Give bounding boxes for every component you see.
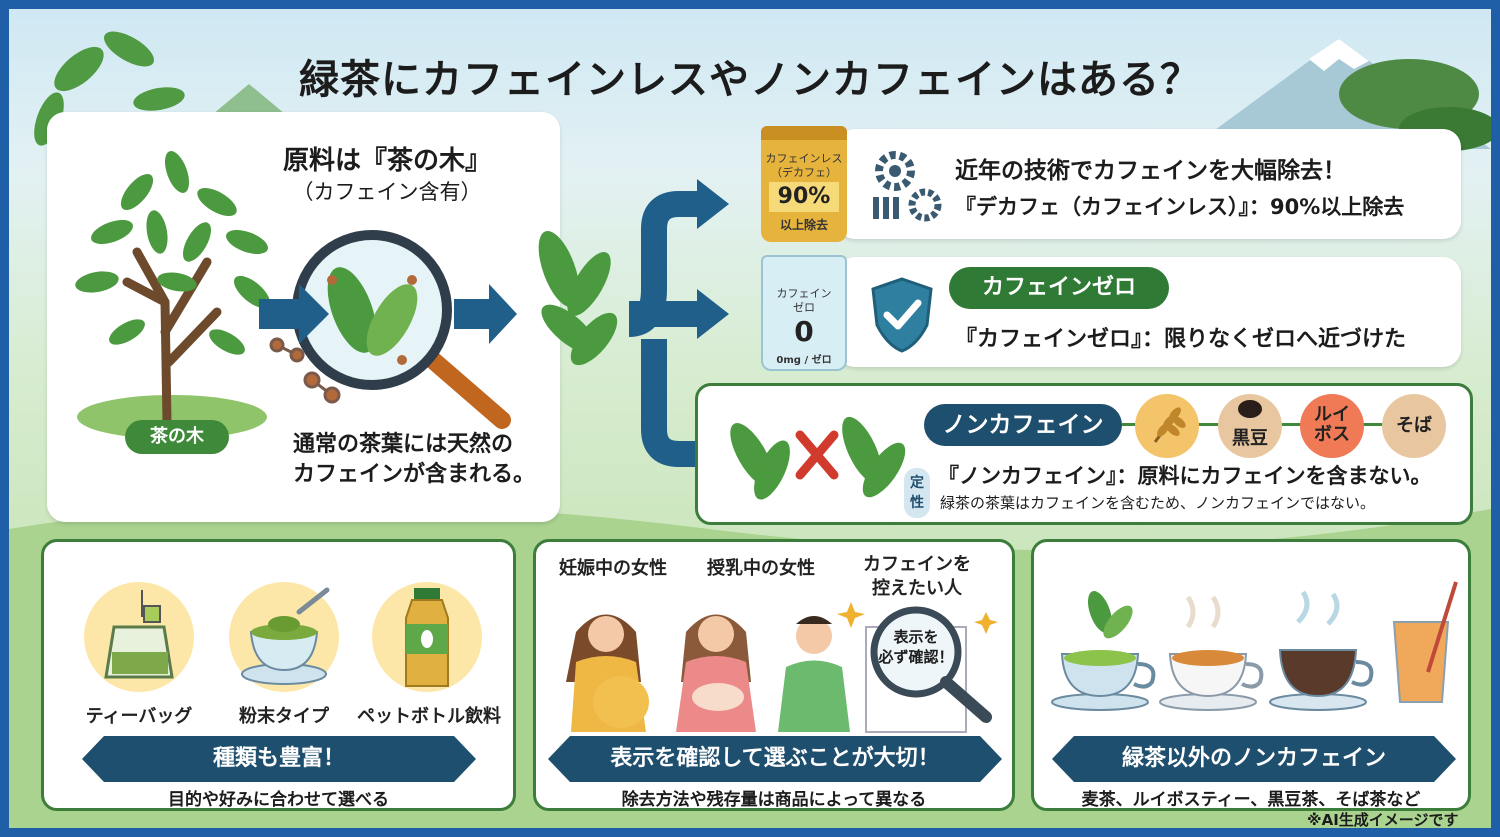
tree-label: 茶の木 [125,420,229,454]
matcha-cup-icon [229,582,339,692]
bottle-icon [372,582,482,692]
noncaffeine-text1: 『ノンカフェイン』：原料にカフェインを含まない。 [938,464,1432,488]
raw-note-line2: カフェインが含まれる。 [293,462,536,487]
raw-subheading: （カフェイン含有） [292,180,482,204]
other-drinks-card: 緑茶以外のノンカフェイン 麦茶、ルイボスティー、黒豆茶、そば茶など [1031,539,1471,811]
zero-text: 『カフェインゼロ』：限りなくゼロへ近づけた [955,327,1407,352]
people-ribbon: 表示を確認して選ぶことが大切！ [548,736,1002,782]
decaf-package: カフェインレス （デカフェ） 90% 以上除去 [761,126,847,242]
ingredient-soba: そば [1382,394,1446,458]
label-pregnant: 妊娠中の女性 [559,558,667,579]
raw-heading: 原料は『茶の木』 [282,146,491,176]
type-bottle-label: ペットボトル飲料 [357,706,501,727]
shield-check-icon [871,277,933,353]
magnifier-illustration [269,230,511,429]
type-powder-label: 粉末タイプ [239,706,329,727]
tea-leaves-x-illustration [730,416,906,500]
people-caption: 除去方法や残存量は商品によって異なる [621,790,927,810]
tag-label: 定性 [904,468,930,518]
raw-material-card: 原料は『茶の木』 （カフェイン含有） 茶の木 [47,112,560,522]
people-illustration [566,602,998,733]
footnote: ※AI生成イメージです [1307,811,1459,829]
decaf-text2: 『デカフェ（カフェインレス）』：90%以上除去 [955,195,1405,219]
label-limit-line2: 控えたい人 [872,578,962,599]
drink-cups-illustration [1051,581,1458,711]
others-ribbon: 緑茶以外のノンカフェイン [1052,736,1456,782]
noncaffeine-pill: ノンカフェイン [924,404,1122,446]
page-title: 緑茶にカフェインレスやノンカフェインはある？ [299,57,1201,103]
decaf-card: 近年の技術でカフェインを大幅除去！ 『デカフェ（カフェインレス）』：90%以上除… [837,129,1461,239]
decaf-text1: 近年の技術でカフェインを大幅除去！ [955,158,1346,184]
zero-package: カフェイン ゼロ 0 0mg / ゼロ [761,255,847,371]
others-caption: 麦茶、ルイボスティー、黒豆茶、そば茶など [1081,790,1421,810]
noncaffeine-text2: 緑茶の茶葉はカフェインを含むため、ノンカフェインではない。 [940,494,1376,512]
teabag-icon [84,582,194,692]
label-nursing: 授乳中の女性 [707,558,815,579]
types-caption: 目的や好みに合わせて選べる [168,790,389,810]
wheat-icon [1135,394,1199,458]
types-card: ティーバッグ 粉末タイプ ペットボトル飲料 種類も豊富！ 目的や好みに合わせて選… [41,539,516,811]
type-teabag-label: ティーバッグ [85,706,193,727]
types-ribbon: 種類も豊富！ [82,736,476,782]
ingredient-rooibos: ルイボス [1300,394,1364,458]
noncaffeine-card: ノンカフェイン 黒豆 ルイボス そば 定性 『ノンカフェイン』：原料にカフェイン… [695,383,1473,525]
label-limit-line1: カフェインを [863,554,971,575]
lens-text-line2: 必ず確認！ [878,648,954,666]
lens-text-line1: 表示を [893,628,939,646]
gear-icon [873,151,942,222]
people-card: 妊娠中の女性 授乳中の女性 カフェインを 控えたい人 表示を 必ず確認！ [533,539,1015,811]
raw-note-line1: 通常の茶葉には天然の [293,432,514,457]
zero-card: カフェインゼロ 『カフェインゼロ』：限りなくゼロへ近づけた [837,257,1461,367]
ingredient-black-bean: 黒豆 [1218,394,1282,458]
flow-arrows [259,179,729,479]
zero-pill: カフェインゼロ [949,267,1169,309]
